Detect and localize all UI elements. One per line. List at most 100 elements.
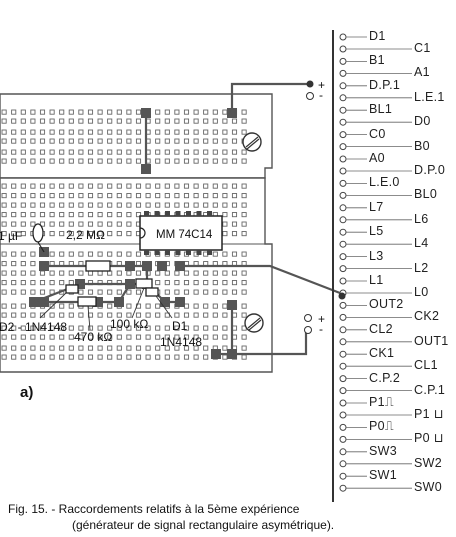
diode-d1 — [145, 287, 159, 297]
connector-pin-left — [339, 204, 347, 212]
hole — [78, 251, 84, 257]
hole — [59, 138, 65, 144]
hole — [107, 193, 113, 199]
hole — [145, 334, 151, 340]
hole — [1, 221, 7, 227]
hole — [241, 109, 247, 115]
ic-label: MM 74C14 — [156, 229, 213, 241]
hole — [87, 354, 94, 360]
hole — [107, 251, 113, 257]
hole — [222, 193, 228, 199]
hole — [49, 345, 55, 351]
hole — [20, 334, 26, 340]
hole — [174, 118, 180, 124]
connector-label-left: L7 — [369, 199, 384, 214]
hole — [155, 158, 161, 164]
hole — [193, 183, 199, 189]
connector-pin-right — [339, 45, 347, 53]
hole — [222, 289, 228, 295]
connector-label-left: P0⎍ — [369, 419, 394, 434]
hole — [30, 158, 36, 164]
hole — [1, 109, 7, 115]
connector-pin-right — [339, 265, 347, 273]
hole — [231, 280, 238, 286]
resistor-470k-label: 470 kΩ — [74, 330, 113, 344]
connector-label-right: C.P.1 — [414, 382, 446, 397]
hole — [97, 231, 103, 237]
hole — [49, 212, 55, 218]
hole — [203, 138, 209, 144]
hole — [107, 118, 113, 124]
hole — [193, 303, 199, 309]
hole — [116, 202, 122, 208]
hole — [126, 312, 132, 318]
hole — [203, 334, 209, 340]
hole — [222, 202, 228, 208]
hole — [203, 280, 209, 286]
hole — [11, 149, 17, 155]
hole — [1, 118, 7, 124]
ic-pin — [175, 250, 181, 255]
capacitor-body — [32, 223, 44, 243]
connector-pin-left — [339, 155, 347, 163]
hole — [97, 183, 103, 189]
connection-pad — [157, 261, 167, 271]
hole — [30, 129, 36, 135]
hole — [39, 129, 46, 135]
hole — [174, 354, 180, 360]
panel-label: a) — [20, 384, 34, 401]
hole — [193, 138, 199, 144]
connector-pin-left — [339, 301, 347, 309]
hole — [193, 109, 199, 115]
connector-label-right: D0 — [414, 114, 431, 129]
hole — [87, 202, 94, 208]
hole — [203, 303, 209, 309]
hole — [59, 158, 65, 164]
connector-pin-right — [339, 484, 347, 492]
hole — [30, 354, 36, 360]
hole — [231, 118, 238, 124]
hole — [231, 158, 238, 164]
leader-d2 — [39, 292, 67, 319]
hole — [97, 325, 103, 331]
hole — [30, 212, 36, 218]
hole — [135, 149, 142, 155]
hole — [68, 312, 74, 318]
resistor-2-2m — [85, 260, 111, 272]
hole — [78, 325, 84, 331]
hole — [241, 303, 247, 309]
hole — [193, 334, 199, 340]
hole — [78, 312, 84, 318]
hole — [49, 334, 55, 340]
hole — [39, 280, 46, 286]
hole — [222, 129, 228, 135]
hole — [39, 109, 46, 115]
hole — [203, 312, 209, 318]
hole — [1, 280, 7, 286]
hole — [11, 212, 17, 218]
hole — [30, 334, 36, 340]
connector-pin-right — [339, 191, 347, 199]
hole — [164, 280, 170, 286]
hole — [68, 202, 74, 208]
hole — [59, 270, 65, 276]
hole — [78, 158, 84, 164]
connector-label-left: SW1 — [369, 468, 397, 483]
hole — [49, 193, 55, 199]
hole — [11, 280, 17, 286]
hole — [126, 251, 132, 257]
hole — [222, 109, 228, 115]
hole — [30, 325, 36, 331]
hole — [87, 118, 94, 124]
diode-d2 — [65, 284, 79, 294]
hole — [193, 289, 199, 295]
hole — [126, 118, 132, 124]
hole — [164, 345, 170, 351]
hole — [241, 193, 247, 199]
hole — [135, 345, 142, 351]
connector-label-right: SW2 — [414, 455, 442, 470]
hole — [11, 289, 17, 295]
hole — [68, 212, 74, 218]
hole — [68, 334, 74, 340]
hole — [78, 129, 84, 135]
